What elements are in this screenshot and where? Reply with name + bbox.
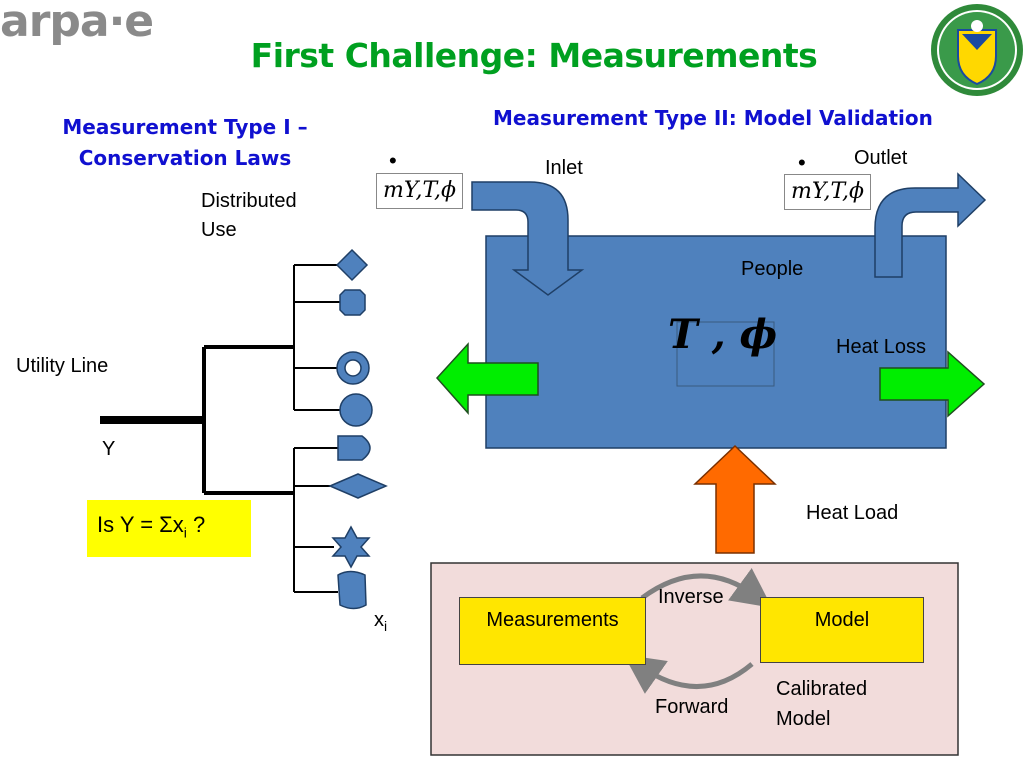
inlet-dot: • [389, 148, 397, 173]
model-box: Model [760, 597, 924, 663]
donut-shape [336, 351, 370, 385]
heat-loss-label: Heat Loss [836, 336, 927, 358]
inlet-arrow [471, 181, 585, 296]
outlet-dot: • [798, 150, 806, 175]
forward-label: Forward [655, 696, 729, 718]
outlet-arrow [874, 172, 987, 278]
ellipse-shape [339, 393, 373, 427]
heat-loss-right-arrow [879, 350, 986, 418]
doe-seal-icon [931, 4, 1023, 96]
center-math-frame [676, 321, 775, 387]
arpa-e-logo: arpa·e [0, 0, 154, 47]
inlet-quantities: mY,T,ϕ [376, 173, 463, 209]
type-two-heading: Measurement Type II: Model Validation [493, 106, 933, 130]
delay-shape [337, 435, 371, 461]
outlet-label: Outlet [854, 147, 908, 169]
measurements-box: Measurements [459, 597, 646, 665]
outlet-quantities: mY,T,ϕ [784, 174, 871, 210]
page-title: First Challenge: Measurements [250, 36, 818, 75]
forward-arrow [623, 654, 754, 694]
inverse-arrow [640, 568, 773, 608]
utility-line-label: Utility Line [16, 355, 109, 377]
inlet-label: Inlet [545, 157, 583, 179]
heat-loss-left-arrow [435, 342, 539, 415]
type-one-heading: Measurement Type I – Conservation Laws [62, 115, 308, 170]
calibrated-model-label: Calibrated Model [776, 678, 868, 730]
heat-load-label: Heat Load [806, 502, 899, 524]
xi-label: xi [374, 609, 388, 634]
distribution-tree [100, 264, 340, 593]
distributed-use-label: Distributed Use [201, 190, 297, 241]
diamond-shape [335, 248, 369, 282]
inverse-label: Inverse [658, 586, 724, 608]
flat-diamond-shape [328, 473, 388, 499]
center-quantities: T , ϕ [668, 311, 778, 358]
heat-load-arrow [693, 444, 777, 554]
conservation-question: Is Y = Σxi ? [87, 500, 251, 558]
star-shape [331, 525, 371, 569]
y-label: Y [102, 438, 116, 460]
people-label: People [741, 258, 804, 280]
octagon-shape [339, 289, 366, 316]
wave-shape [337, 570, 367, 610]
